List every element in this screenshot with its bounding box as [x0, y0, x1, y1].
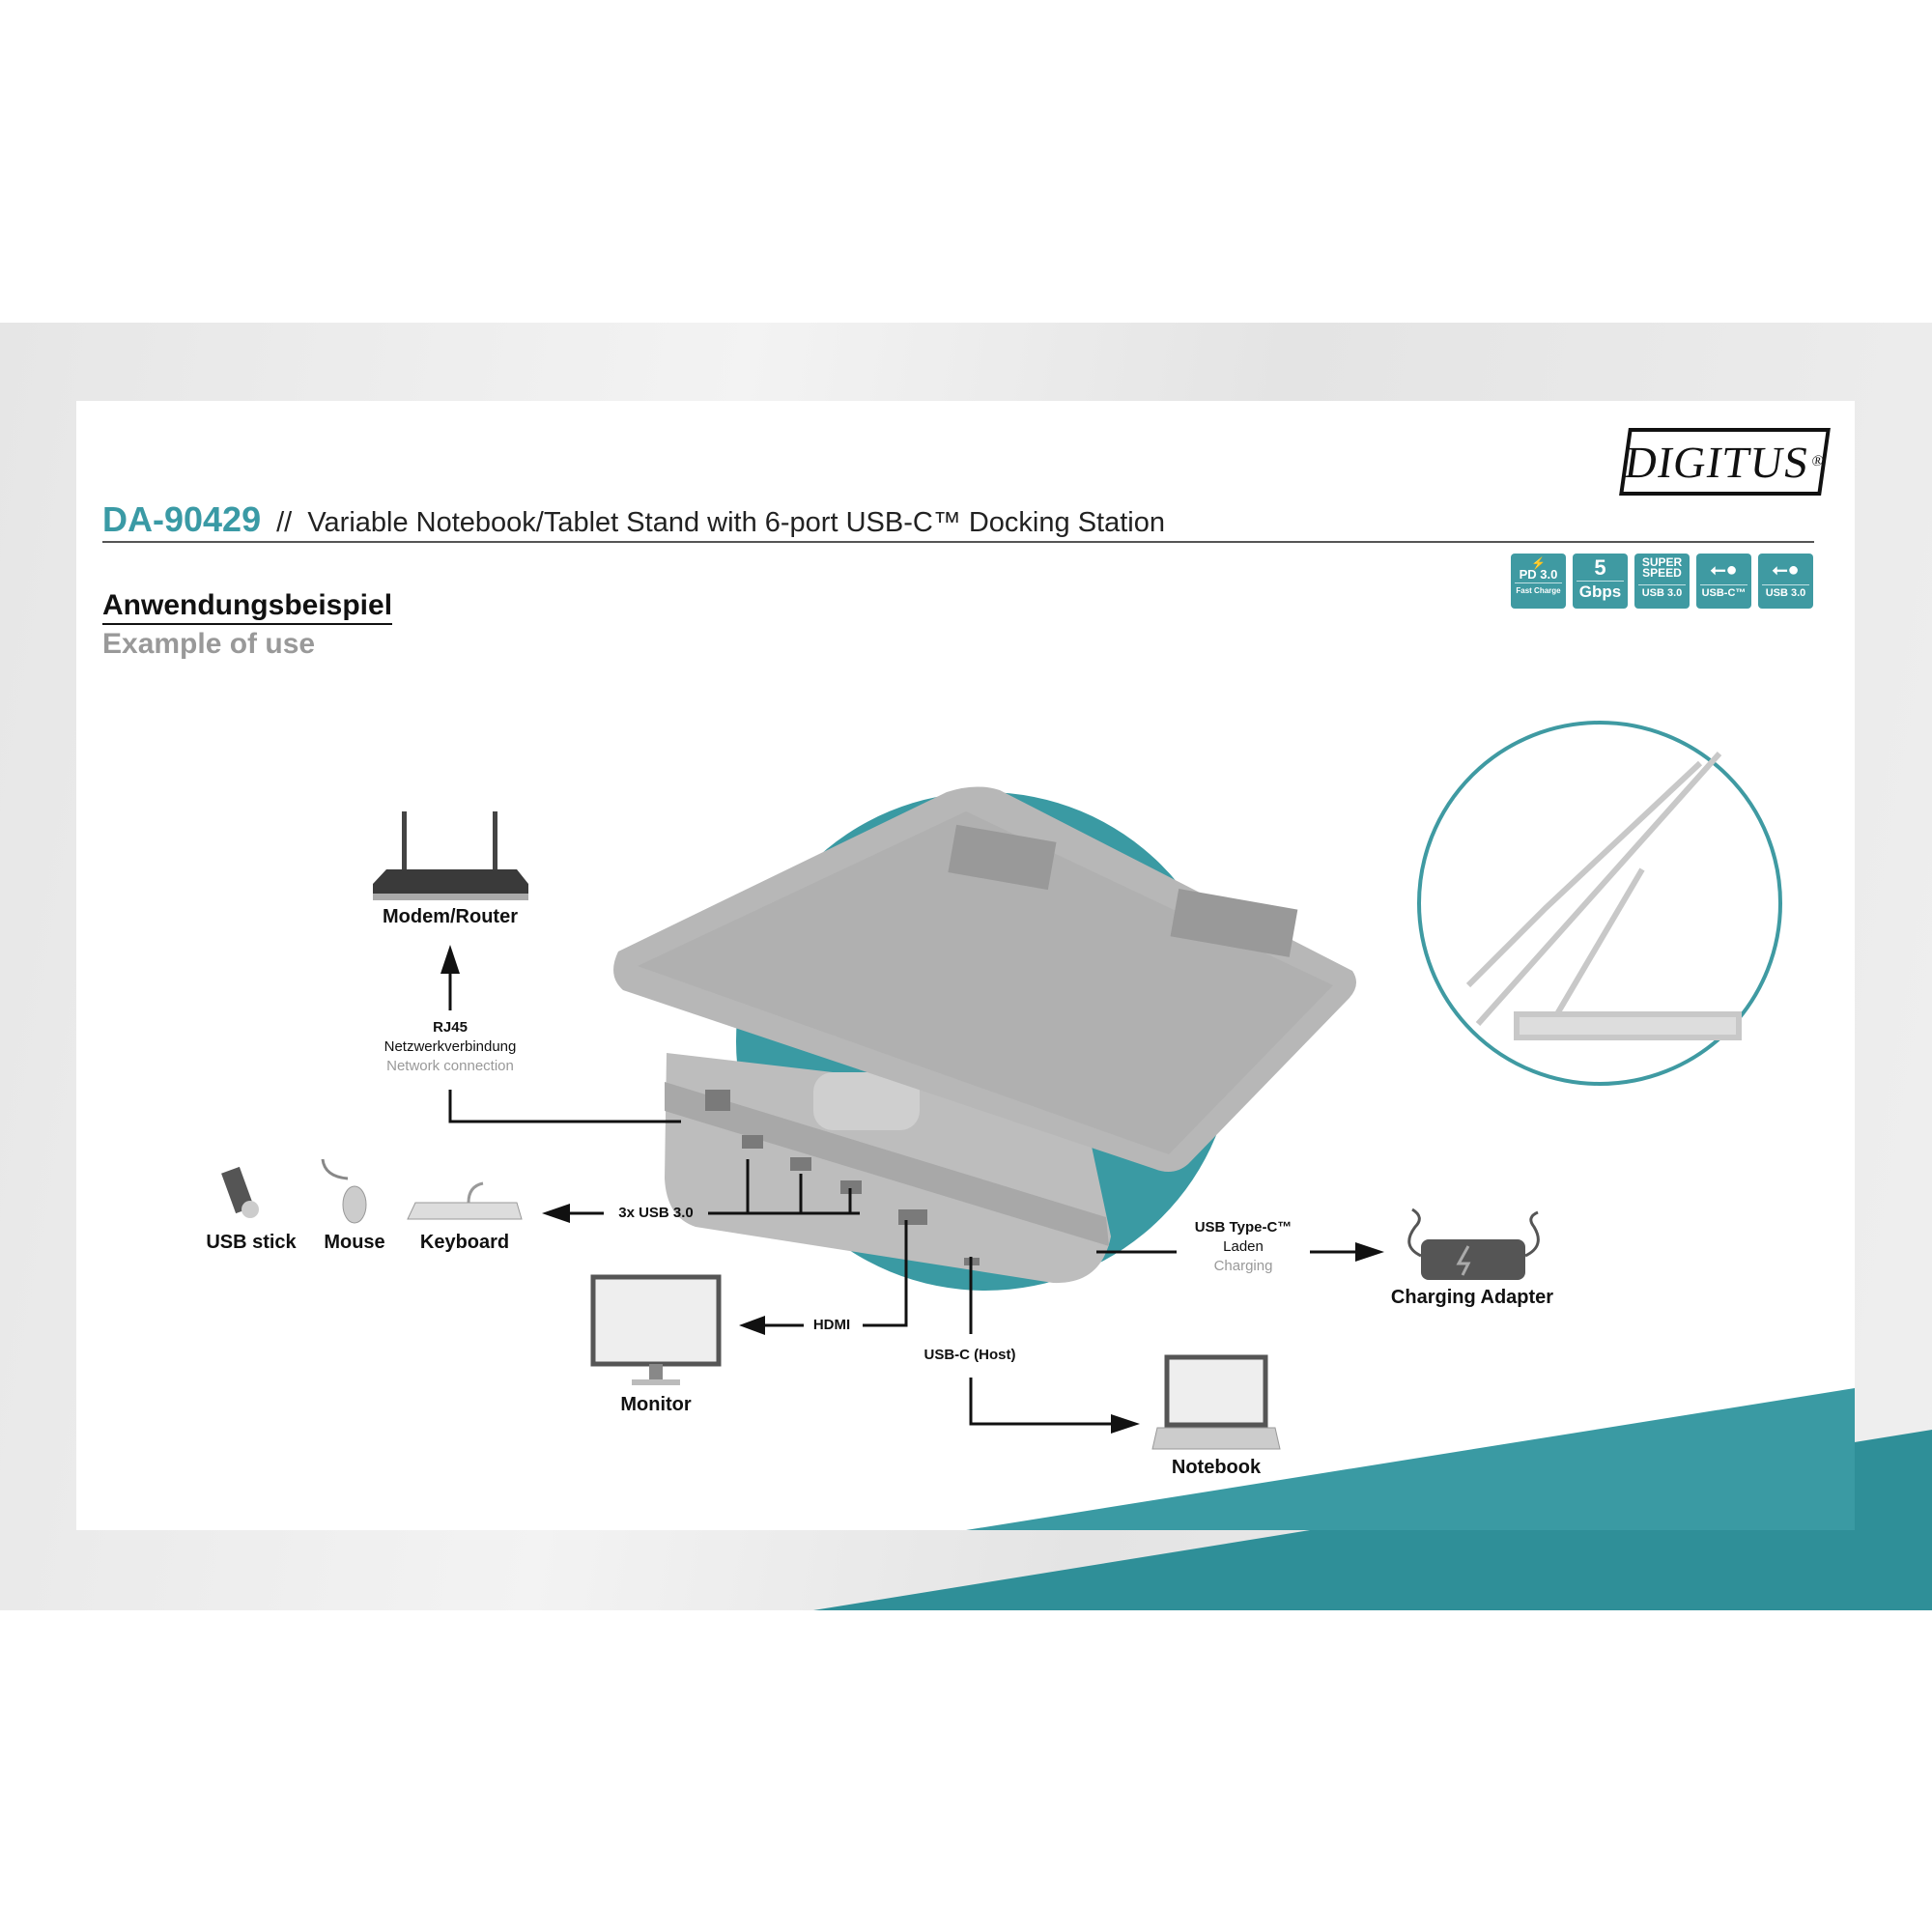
docking-station-stand	[613, 786, 1356, 1284]
monitor-label: Monitor	[620, 1394, 692, 1415]
detail-circle	[1417, 721, 1782, 1086]
usb-icon: ⭠●	[1710, 559, 1738, 581]
charging-adapter-icon	[1407, 1208, 1540, 1280]
keyboard-icon	[407, 1181, 523, 1220]
keyboard-label: Keyboard	[419, 1232, 510, 1253]
notebook-label: Notebook	[1171, 1457, 1262, 1478]
badge-usbc: ⭠●USB-C™	[1696, 554, 1751, 609]
product-title: Variable Notebook/Tablet Stand with 6-po…	[307, 507, 1165, 538]
product-code: DA-90429	[102, 499, 262, 539]
usb-stick-icon	[221, 1166, 259, 1218]
usb-ports-label: 3x USB 3.0	[618, 1205, 694, 1221]
usbc-host-label: USB-C (Host)	[923, 1347, 1016, 1363]
section-title-de: Anwendungsbeispiel	[102, 589, 393, 625]
page-title: DA-90429 // Variable Notebook/Tablet Stan…	[102, 499, 1165, 540]
battery-charge-icon: ⚡	[1531, 556, 1546, 570]
hdmi-label: HDMI	[812, 1317, 851, 1333]
usb-stick-label: USB stick	[206, 1232, 297, 1253]
charging-adapter-label: Charging Adapter	[1390, 1287, 1554, 1308]
mouse-icon	[321, 1158, 367, 1224]
arrowheads	[440, 945, 1384, 1434]
badge-usb3: ⭠●USB 3.0	[1758, 554, 1813, 609]
mouse-label: Mouse	[324, 1232, 385, 1253]
usb-icon: ⭠●	[1772, 559, 1800, 581]
section-title-en: Example of use	[102, 628, 316, 660]
monitor-icon	[590, 1274, 722, 1385]
title-separator: //	[276, 507, 293, 538]
connector-lines	[448, 966, 1357, 1426]
router-label: Modem/Router	[383, 906, 518, 927]
title-rule	[102, 541, 1814, 543]
notebook-icon	[1151, 1354, 1281, 1450]
stand-folded-illustration	[1465, 752, 1742, 1040]
router-icon	[373, 811, 528, 900]
